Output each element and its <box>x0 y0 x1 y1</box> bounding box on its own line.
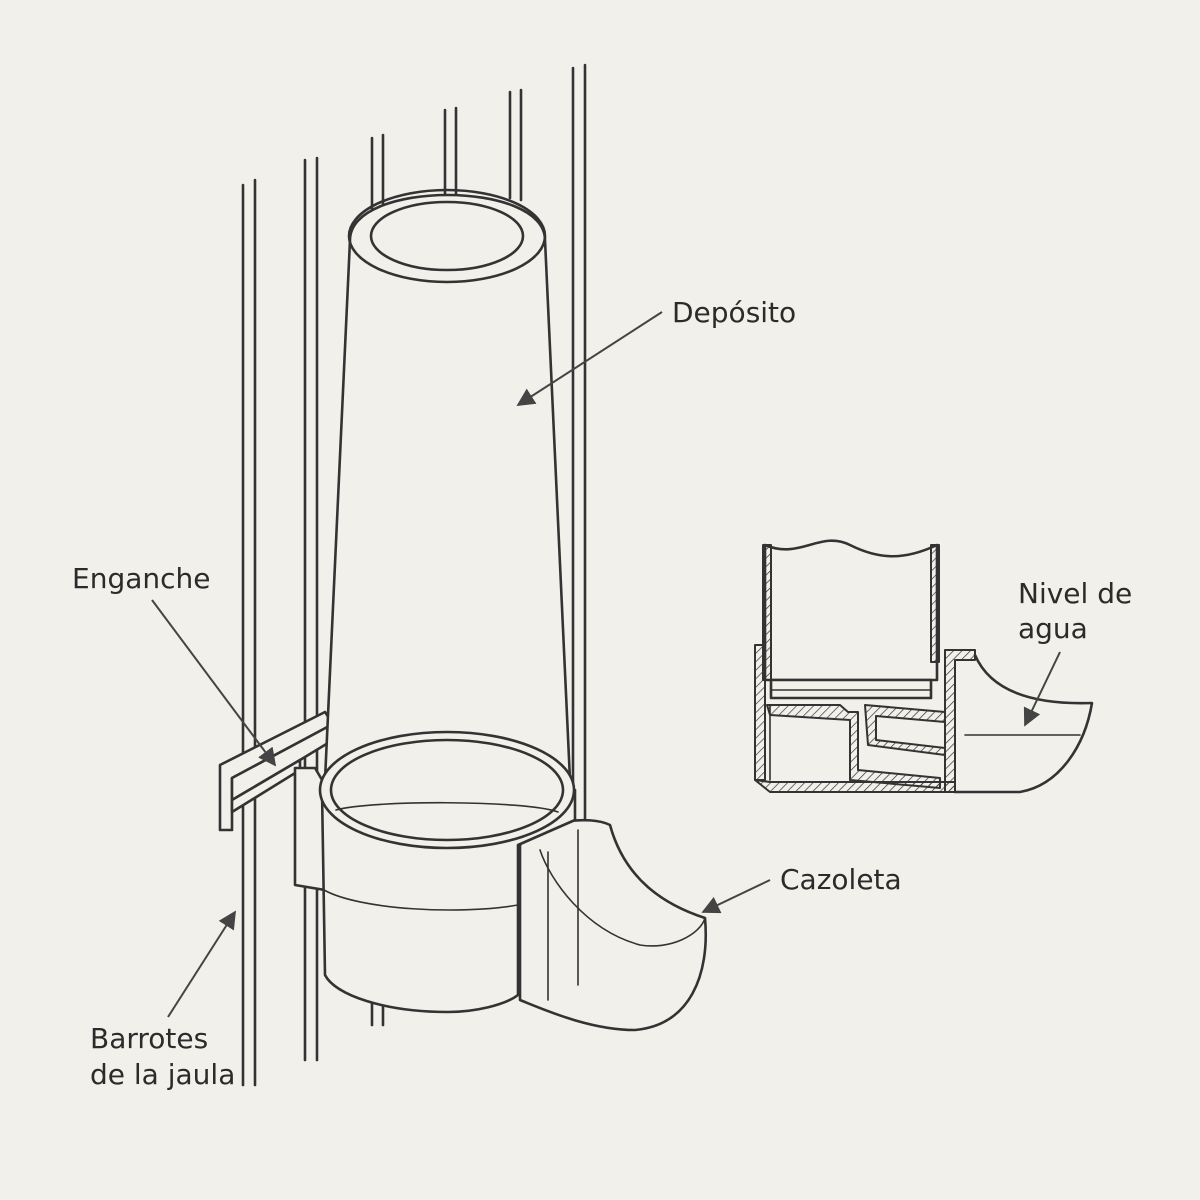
label-nivel-line1: Nivel de <box>1018 577 1133 610</box>
arrow-enganche <box>151 599 277 767</box>
base-and-dish <box>318 730 708 1032</box>
arrow-barrotes <box>167 910 236 1018</box>
leader-arrows <box>151 311 1061 1018</box>
arrow-cazoleta <box>701 879 771 914</box>
hook-bracket <box>218 710 335 892</box>
label-nivel-line2: agua <box>1018 612 1088 645</box>
label-deposito: Depósito <box>672 296 797 329</box>
cross-section-inset <box>754 539 1094 794</box>
label-enganche: Enganche <box>72 562 211 595</box>
label-barrotes-line2: de la jaula <box>90 1058 236 1091</box>
arrow-deposito <box>516 311 663 406</box>
arrow-nivel <box>1023 651 1061 727</box>
label-barrotes-line1: Barrotes <box>90 1022 209 1055</box>
reservoir <box>323 188 572 782</box>
label-cazoleta: Cazoleta <box>780 863 902 896</box>
